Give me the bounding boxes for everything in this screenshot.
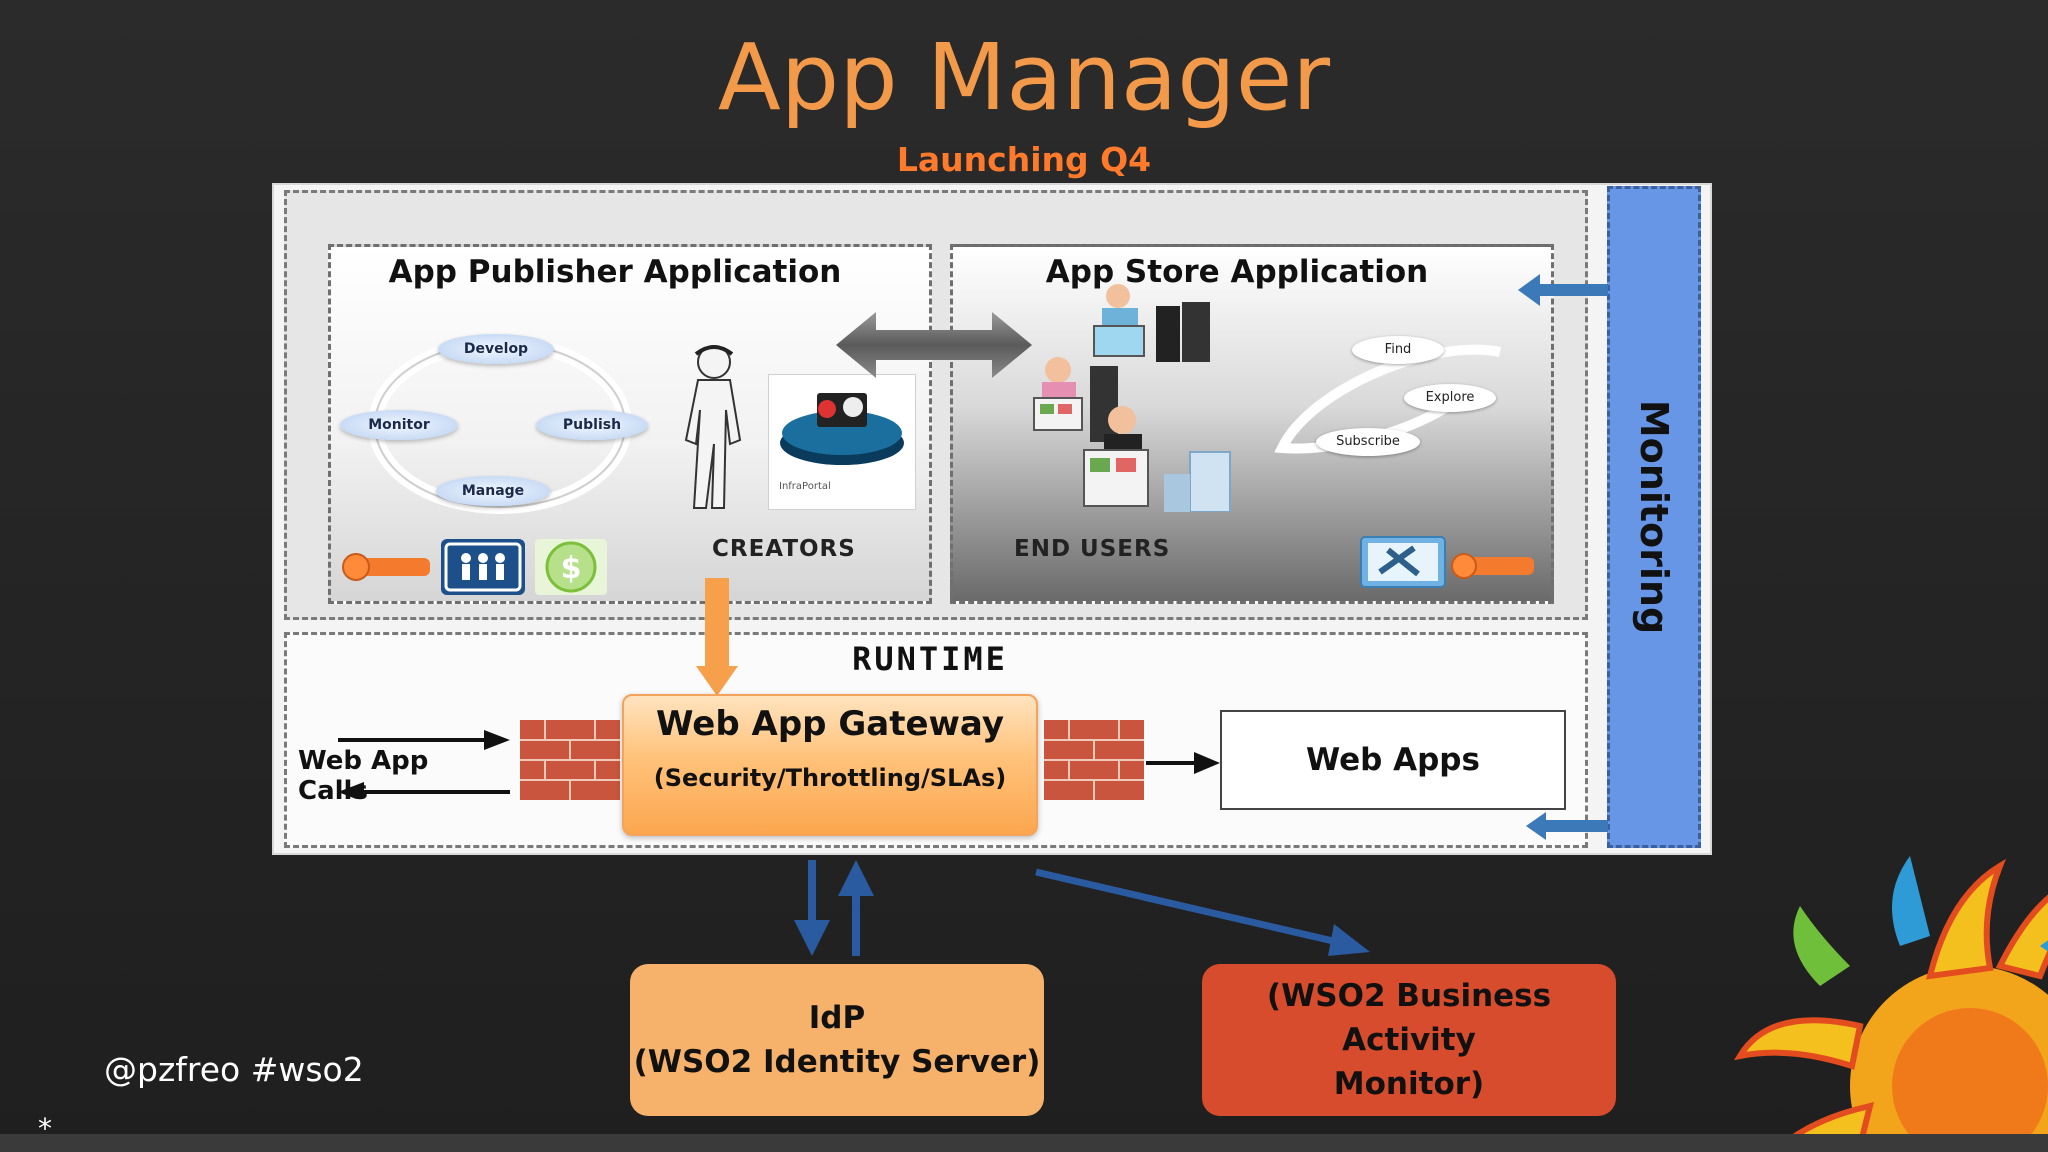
store-heading: App Store Application xyxy=(1045,254,1429,290)
sync-arrow-icon xyxy=(836,312,1032,378)
firewall-icon xyxy=(520,720,620,800)
monitoring-label-wrap: Monitoring xyxy=(1607,186,1701,848)
slide-title: App Manager xyxy=(717,24,1331,131)
to-web-apps-arrow-icon xyxy=(1146,752,1220,774)
portal-caption: InfraPortal xyxy=(779,481,831,492)
bam-line1: (WSO2 Business Activity xyxy=(1266,978,1552,1058)
idp-box: IdP (WSO2 Identity Server) xyxy=(630,964,1044,1116)
dollar-icon: $ xyxy=(535,539,607,595)
cycle-explore: Explore xyxy=(1404,384,1496,412)
people-icon xyxy=(441,539,525,595)
end-users-label: END USERS xyxy=(1014,536,1171,562)
slide-subtitle: Launching Q4 xyxy=(896,140,1152,179)
idp-arrows-icon xyxy=(794,860,874,956)
calls-arrows-icon xyxy=(338,730,510,798)
key-icon xyxy=(342,553,430,581)
monitor-arrow-icon xyxy=(1526,812,1608,840)
monitoring-label: Monitoring xyxy=(1632,399,1677,635)
web-app-gateway xyxy=(622,694,1038,836)
cycle-monitor: Monitor xyxy=(340,410,458,440)
key-icon xyxy=(1451,553,1534,579)
publisher-heading: App Publisher Application xyxy=(388,254,842,290)
bam-arrow-icon xyxy=(1035,868,1370,956)
twitter-handle: @pzfreo #wso2 xyxy=(104,1050,364,1089)
gateway-subtitle: (Security/Throttling/SLAs) xyxy=(653,764,1007,792)
monitor-arrow-icon xyxy=(1518,274,1608,306)
developer-figure-icon xyxy=(684,345,742,509)
firewall-icon xyxy=(1044,720,1144,800)
publish-arrow-icon xyxy=(696,578,738,696)
tools-icon xyxy=(1360,536,1446,588)
portal-card: InfraPortal xyxy=(768,374,916,510)
cycle-publish: Publish xyxy=(536,410,648,440)
end-user-female-icon xyxy=(1033,357,1118,442)
end-user-figure-icon xyxy=(1093,284,1210,362)
bam-line2: Monitor) xyxy=(1333,1066,1485,1102)
monitoring-bar xyxy=(1607,186,1701,848)
end-user-male-icon xyxy=(1083,406,1231,512)
portal-logo-icon xyxy=(780,393,904,465)
creators-label: CREATORS xyxy=(712,536,856,562)
runtime-label: RUNTIME xyxy=(852,640,1008,678)
svg-text:$: $ xyxy=(561,551,582,586)
cycle-subscribe: Subscribe xyxy=(1316,428,1420,456)
web-apps-box: Web Apps xyxy=(1220,710,1566,810)
cycle-find: Find xyxy=(1352,336,1444,364)
footer-strip xyxy=(0,1134,2048,1152)
bam-box: (WSO2 Business Activity Monitor) xyxy=(1202,964,1616,1116)
cycle-manage: Manage xyxy=(436,476,550,506)
gateway-title: Web App Gateway xyxy=(656,704,1004,744)
web-app-calls-label: Web App Calls xyxy=(298,746,429,806)
cycle-develop: Develop xyxy=(438,334,554,364)
idp-line1: IdP xyxy=(808,1000,866,1036)
idp-line2: (WSO2 Identity Server) xyxy=(633,1044,1041,1080)
sun-logo-icon xyxy=(1733,856,2048,1152)
